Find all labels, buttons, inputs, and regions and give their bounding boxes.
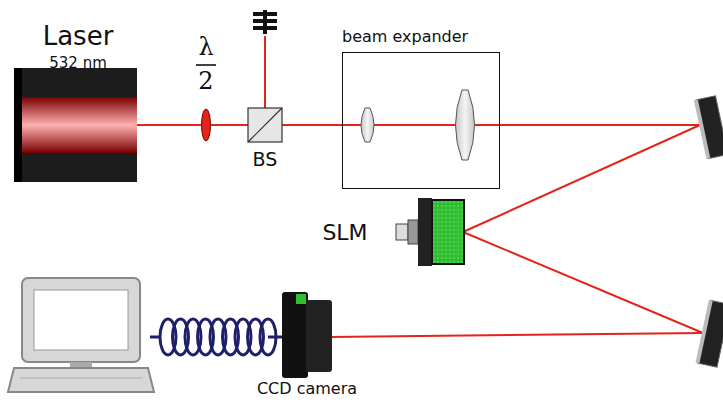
beam-splitter	[248, 108, 282, 142]
component-label: CCD camera	[257, 380, 357, 398]
computer	[8, 278, 154, 392]
wavelength: 532 nm	[49, 55, 107, 72]
box-heading: beam expander	[342, 28, 500, 46]
camera-cable	[150, 319, 282, 355]
component-label: SLM	[322, 221, 367, 245]
expander-lenses	[361, 90, 475, 160]
plate-symbol: λ	[198, 34, 213, 60]
box-outline	[342, 52, 500, 189]
laser-source	[14, 68, 137, 182]
beam-expander-box: beam expander	[342, 28, 500, 189]
half-wave-plate	[196, 65, 216, 141]
laser-beam	[135, 36, 703, 337]
mirror	[696, 300, 723, 367]
spatial-light-modulator	[396, 198, 464, 266]
component-label: BS	[253, 149, 278, 170]
mirror	[694, 96, 723, 159]
beam-dump	[253, 10, 277, 34]
plate-symbol: 2	[198, 68, 213, 94]
device-name: Laser	[43, 22, 114, 51]
ccd-camera	[282, 292, 332, 378]
